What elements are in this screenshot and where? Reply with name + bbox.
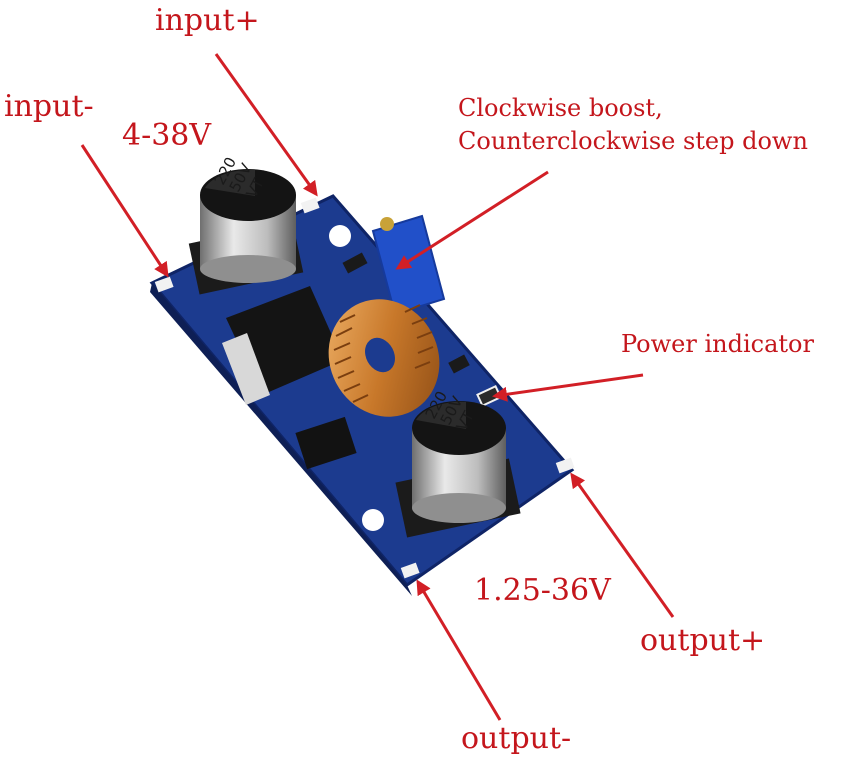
smd-diode xyxy=(295,416,357,470)
capacitor-top xyxy=(188,169,304,295)
pot-screw xyxy=(380,217,394,231)
capacitor-bottom xyxy=(395,401,521,538)
pad-output-minus xyxy=(400,562,420,579)
arrow-input-minus xyxy=(80,144,169,278)
label-output-minus: output- xyxy=(461,721,572,756)
label-input-minus: input- xyxy=(4,89,94,124)
arrow-output-minus xyxy=(416,579,502,721)
label-pot-note-line1: Clockwise boost, xyxy=(458,94,663,122)
arrow-pot xyxy=(395,170,549,270)
label-pot-note-line2: Counterclockwise step down xyxy=(458,127,808,155)
mounting-hole xyxy=(362,509,384,531)
ic-tab xyxy=(222,333,270,405)
label-output-plus: output+ xyxy=(640,623,766,658)
mounting-hole xyxy=(329,225,351,247)
toroid-windings xyxy=(333,304,434,403)
arrow-output-plus xyxy=(570,472,675,618)
pcb-edge xyxy=(150,283,412,596)
arrow-power-indicator xyxy=(492,373,644,402)
smd-resistor xyxy=(448,354,470,374)
pad-output-plus xyxy=(555,457,575,474)
label-power-indicator: Power indicator xyxy=(621,330,814,358)
label-input-range: 4-38V xyxy=(122,118,212,153)
arrow-input-plus xyxy=(214,53,318,197)
smd-resistor xyxy=(342,252,368,274)
toroid-hole xyxy=(365,337,395,373)
label-input-plus: input+ xyxy=(155,3,260,38)
label-output-range: 1.25-36V xyxy=(474,573,611,608)
pad-input-plus xyxy=(300,197,320,214)
pad-input-minus xyxy=(154,276,174,293)
